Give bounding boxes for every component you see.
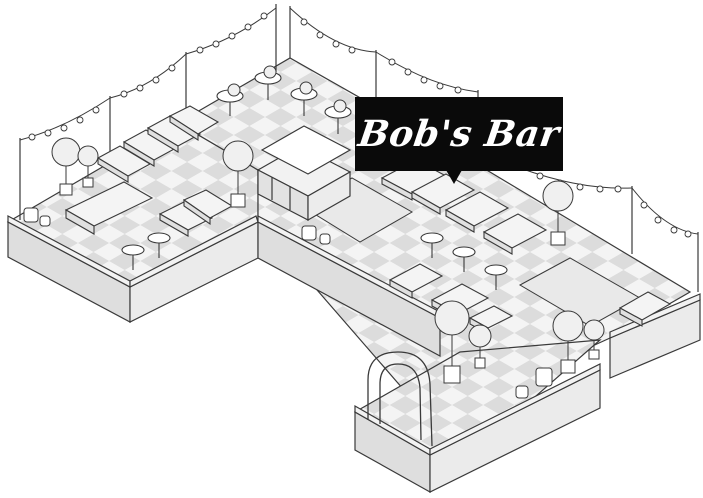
benches-left-wing [64, 105, 234, 237]
potted-tree-icon [51, 65, 605, 384]
sign-pointer [446, 170, 462, 184]
sign-text: Bob's Bar [355, 113, 563, 155]
arch-icon [367, 351, 433, 447]
bar-kiosk [256, 125, 352, 222]
bar-sign: Bob's Bar [355, 97, 563, 171]
barrel-icon [23, 207, 553, 399]
parapet-walls [7, 4, 701, 494]
